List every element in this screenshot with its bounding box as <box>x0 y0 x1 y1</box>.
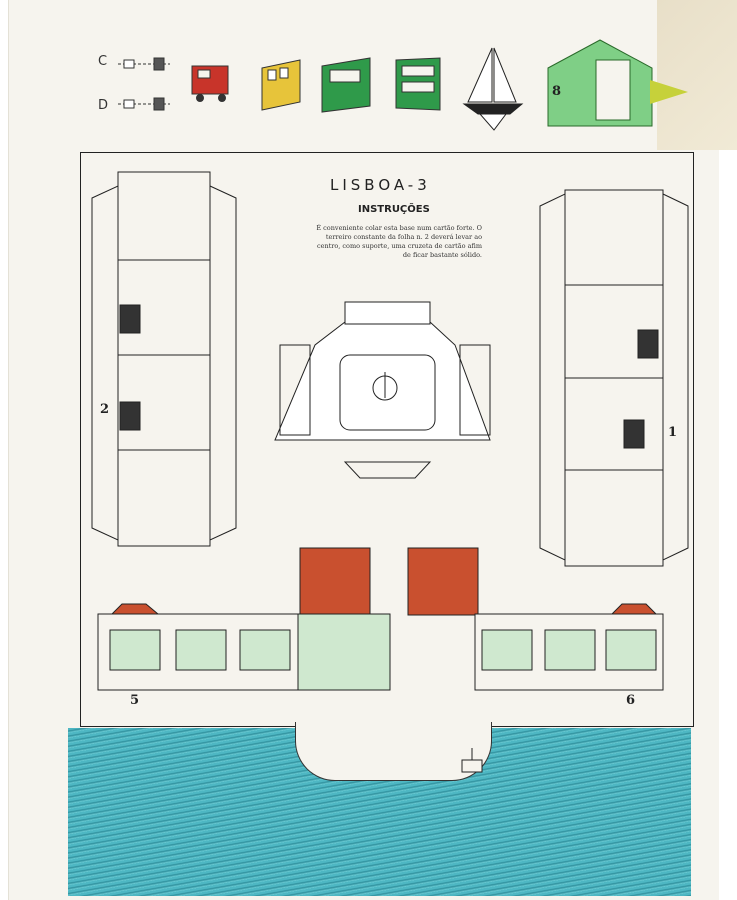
letter-d: D <box>98 98 109 113</box>
page-curl <box>657 0 737 150</box>
part-number-2: 2 <box>100 402 110 417</box>
letter-c: C <box>98 54 108 69</box>
green-church-piece <box>547 39 688 127</box>
facade-strip-6 <box>474 603 664 691</box>
green-bus-piece-1 <box>321 57 371 113</box>
sailboat-piece <box>462 47 524 131</box>
small-boat-icon <box>461 748 483 773</box>
left-building-strip <box>91 171 237 547</box>
instructions-heading: INSTRUÇÕES <box>358 204 430 215</box>
part-number-1: 1 <box>668 425 678 440</box>
terreiro-square-drawing <box>274 301 491 479</box>
post-piece-c <box>118 57 170 71</box>
part-number-5: 5 <box>130 693 140 708</box>
facade-strip-center <box>297 613 391 691</box>
facade-strip-5 <box>97 603 299 691</box>
yellow-tram-piece <box>261 59 301 111</box>
quay-cutout <box>295 722 492 781</box>
right-building-strip <box>539 189 689 567</box>
part-number-6: 6 <box>626 693 636 708</box>
green-bus-piece-2 <box>395 57 441 111</box>
part-number-8: 8 <box>552 84 562 99</box>
sheet-title: LISBOA-3 <box>330 176 431 194</box>
instructions-text: É conveniente colar esta base num cartão… <box>316 224 482 259</box>
post-piece-d <box>118 97 170 111</box>
red-car-piece <box>191 65 229 102</box>
